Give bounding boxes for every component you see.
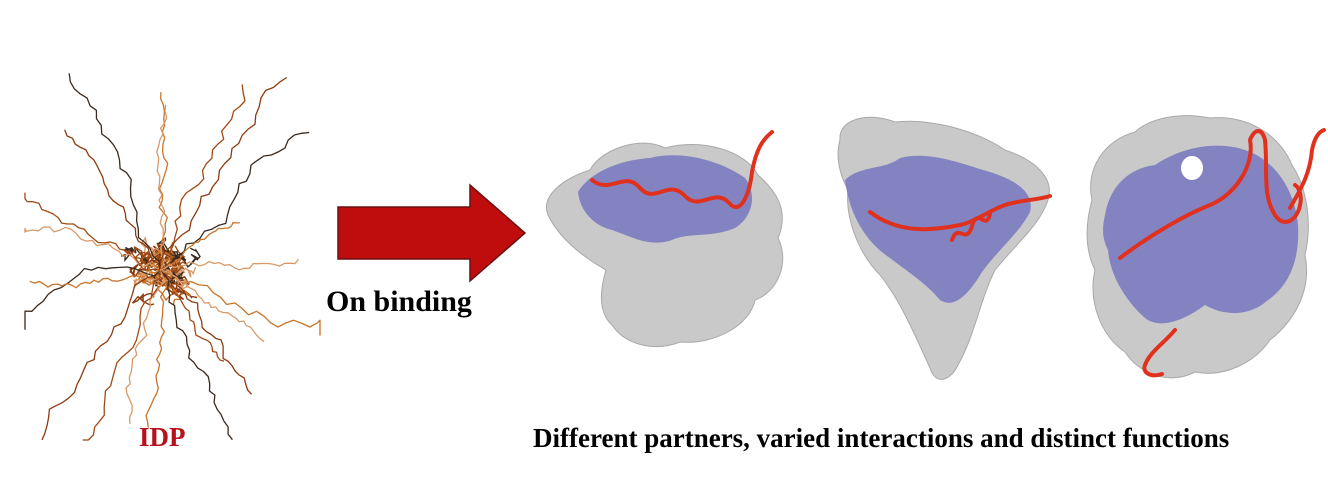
idp-chain-trace bbox=[41, 269, 161, 441]
idp-chain-trace bbox=[145, 269, 168, 428]
idp-chain-trace bbox=[159, 269, 225, 362]
on-binding-label: On binding bbox=[326, 285, 472, 318]
idp-chain-trace bbox=[29, 269, 161, 289]
binding-patch-3 bbox=[1103, 145, 1299, 324]
idp-chain-trace bbox=[24, 192, 161, 272]
bound-coil-3 bbox=[1118, 129, 1303, 260]
bound-helix-1 bbox=[590, 130, 774, 209]
idp-core-trace bbox=[131, 282, 165, 306]
idp-chain-trace bbox=[159, 76, 288, 271]
figure-caption: Different partners, varied interactions … bbox=[533, 423, 1230, 453]
idp-chain-trace bbox=[159, 269, 233, 441]
idp-chain-trace bbox=[125, 269, 166, 424]
idp-chain-trace bbox=[159, 84, 246, 271]
idp-chain-trace bbox=[159, 269, 321, 336]
idp-chain-trace bbox=[24, 226, 161, 271]
complex-2 bbox=[837, 116, 1052, 380]
bound-loop-3 bbox=[1142, 328, 1177, 378]
surface-cavity bbox=[1181, 156, 1203, 180]
bound-helix-2 bbox=[950, 212, 992, 242]
idp-label: IDP bbox=[139, 422, 186, 452]
complex-3 bbox=[1086, 115, 1326, 379]
idp-core-trace bbox=[149, 252, 168, 283]
complex-1 bbox=[546, 130, 784, 348]
idp-chain-trace bbox=[156, 104, 168, 271]
idp-conformational-ensemble bbox=[24, 73, 321, 441]
idp-chain-trace bbox=[82, 269, 161, 441]
idp-chain-trace bbox=[68, 73, 161, 271]
idp-chain-trace bbox=[64, 129, 161, 271]
idp-chain-trace bbox=[159, 269, 253, 395]
idp-chain-trace bbox=[159, 269, 265, 343]
bound-tail-3 bbox=[1288, 128, 1326, 210]
idp-chain-trace bbox=[159, 222, 240, 271]
idp-chain-trace bbox=[159, 258, 300, 271]
idp-core-trace bbox=[170, 250, 187, 261]
idp-core-trace bbox=[120, 246, 147, 263]
idp-chain-trace bbox=[159, 131, 310, 271]
binding-arrow bbox=[337, 183, 527, 283]
binding-patch-1 bbox=[578, 155, 753, 243]
idp-core-trace bbox=[166, 271, 184, 285]
idp-core-trace bbox=[133, 251, 162, 279]
